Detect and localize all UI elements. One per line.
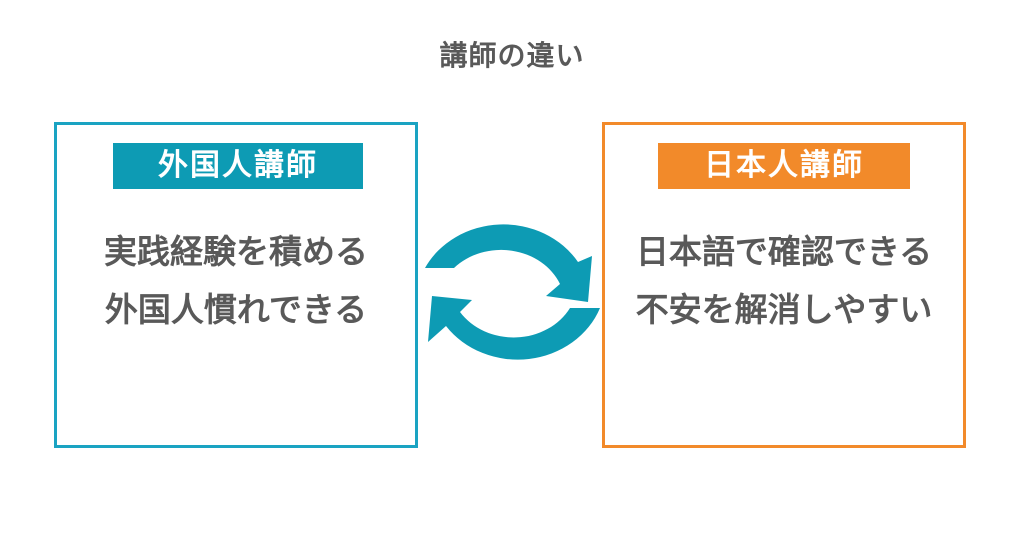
point-text: 実践経験を積める	[104, 232, 368, 271]
cycle-arrows-icon	[425, 224, 600, 360]
point-text: 外国人慣れできる	[104, 290, 368, 329]
point-text: 日本語で確認できる	[635, 232, 933, 271]
japanese-teacher-label: 日本人講師	[658, 143, 910, 189]
japanese-teacher-points: 日本語で確認できる 不安を解消しやすい	[605, 223, 963, 339]
foreign-teacher-label: 外国人講師	[113, 143, 363, 189]
japanese-teacher-panel: 日本人講師 日本語で確認できる 不安を解消しやすい	[602, 122, 966, 448]
foreign-teacher-panel: 外国人講師 実践経験を積める 外国人慣れできる	[54, 122, 418, 448]
foreign-teacher-points: 実践経験を積める 外国人慣れできる	[57, 223, 415, 339]
diagram-title: 講師の違い	[439, 39, 585, 72]
point-text: 不安を解消しやすい	[635, 290, 933, 329]
